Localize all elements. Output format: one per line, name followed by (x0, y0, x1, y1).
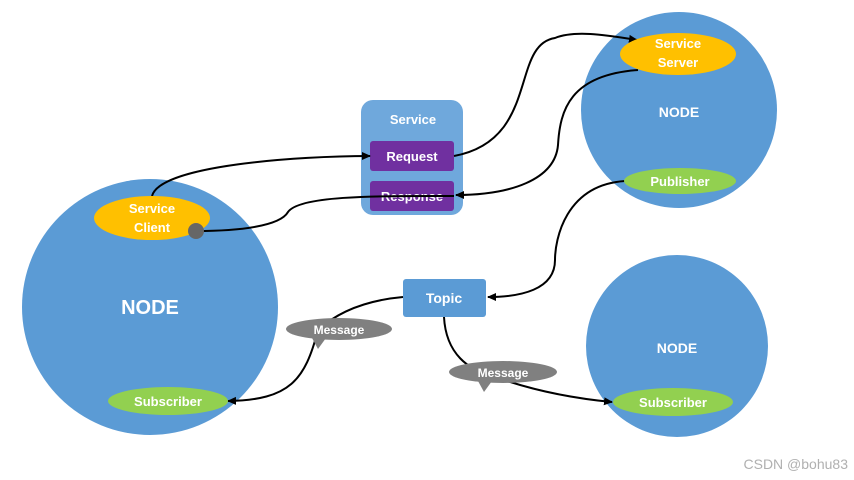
subscriber-left-ellipse (108, 387, 228, 415)
request-to-server-line (453, 32, 638, 157)
publisher-ellipse (624, 168, 736, 194)
service-server-ellipse (620, 33, 736, 75)
topic-box (403, 279, 486, 317)
subscriber-right-ellipse (613, 388, 733, 416)
server-node-label: NODE (659, 104, 699, 120)
subscriber-node-label: NODE (657, 340, 697, 356)
message-left-bubble (286, 318, 392, 340)
publisher-label: Publisher (650, 174, 709, 189)
request-box (370, 141, 454, 171)
service-client-label-line2: Client (134, 220, 171, 235)
service-title: Service (390, 112, 436, 127)
subscriber-right-label: Subscriber (639, 395, 707, 410)
subscriber-node-circle (586, 255, 768, 437)
topic-to-subscriber-right-line (443, 316, 613, 406)
watermark-text: CSDN @bohu83 (743, 456, 849, 472)
client-node-label: NODE (121, 297, 179, 319)
request-label: Request (386, 149, 438, 164)
subscriber-left-label: Subscriber (134, 394, 202, 409)
client-to-request-line (151, 152, 371, 197)
message-left-label: Message (314, 323, 365, 337)
service-client-ellipse (94, 196, 210, 240)
server-to-response-line (455, 69, 639, 199)
client-connector-dot (188, 223, 204, 239)
service-server-label-line2: Server (658, 55, 698, 70)
client-node-circle (22, 179, 278, 435)
message-right-tail (478, 381, 492, 392)
publisher-to-topic-line (487, 180, 626, 301)
message-right-bubble (449, 361, 557, 383)
message-left-tail (312, 338, 326, 349)
service-client-label-line1: Service (129, 201, 175, 216)
service-server-label-line1: Service (655, 36, 701, 51)
response-to-client-line (195, 194, 455, 232)
topic-label: Topic (426, 290, 463, 306)
message-right-label: Message (478, 366, 529, 380)
